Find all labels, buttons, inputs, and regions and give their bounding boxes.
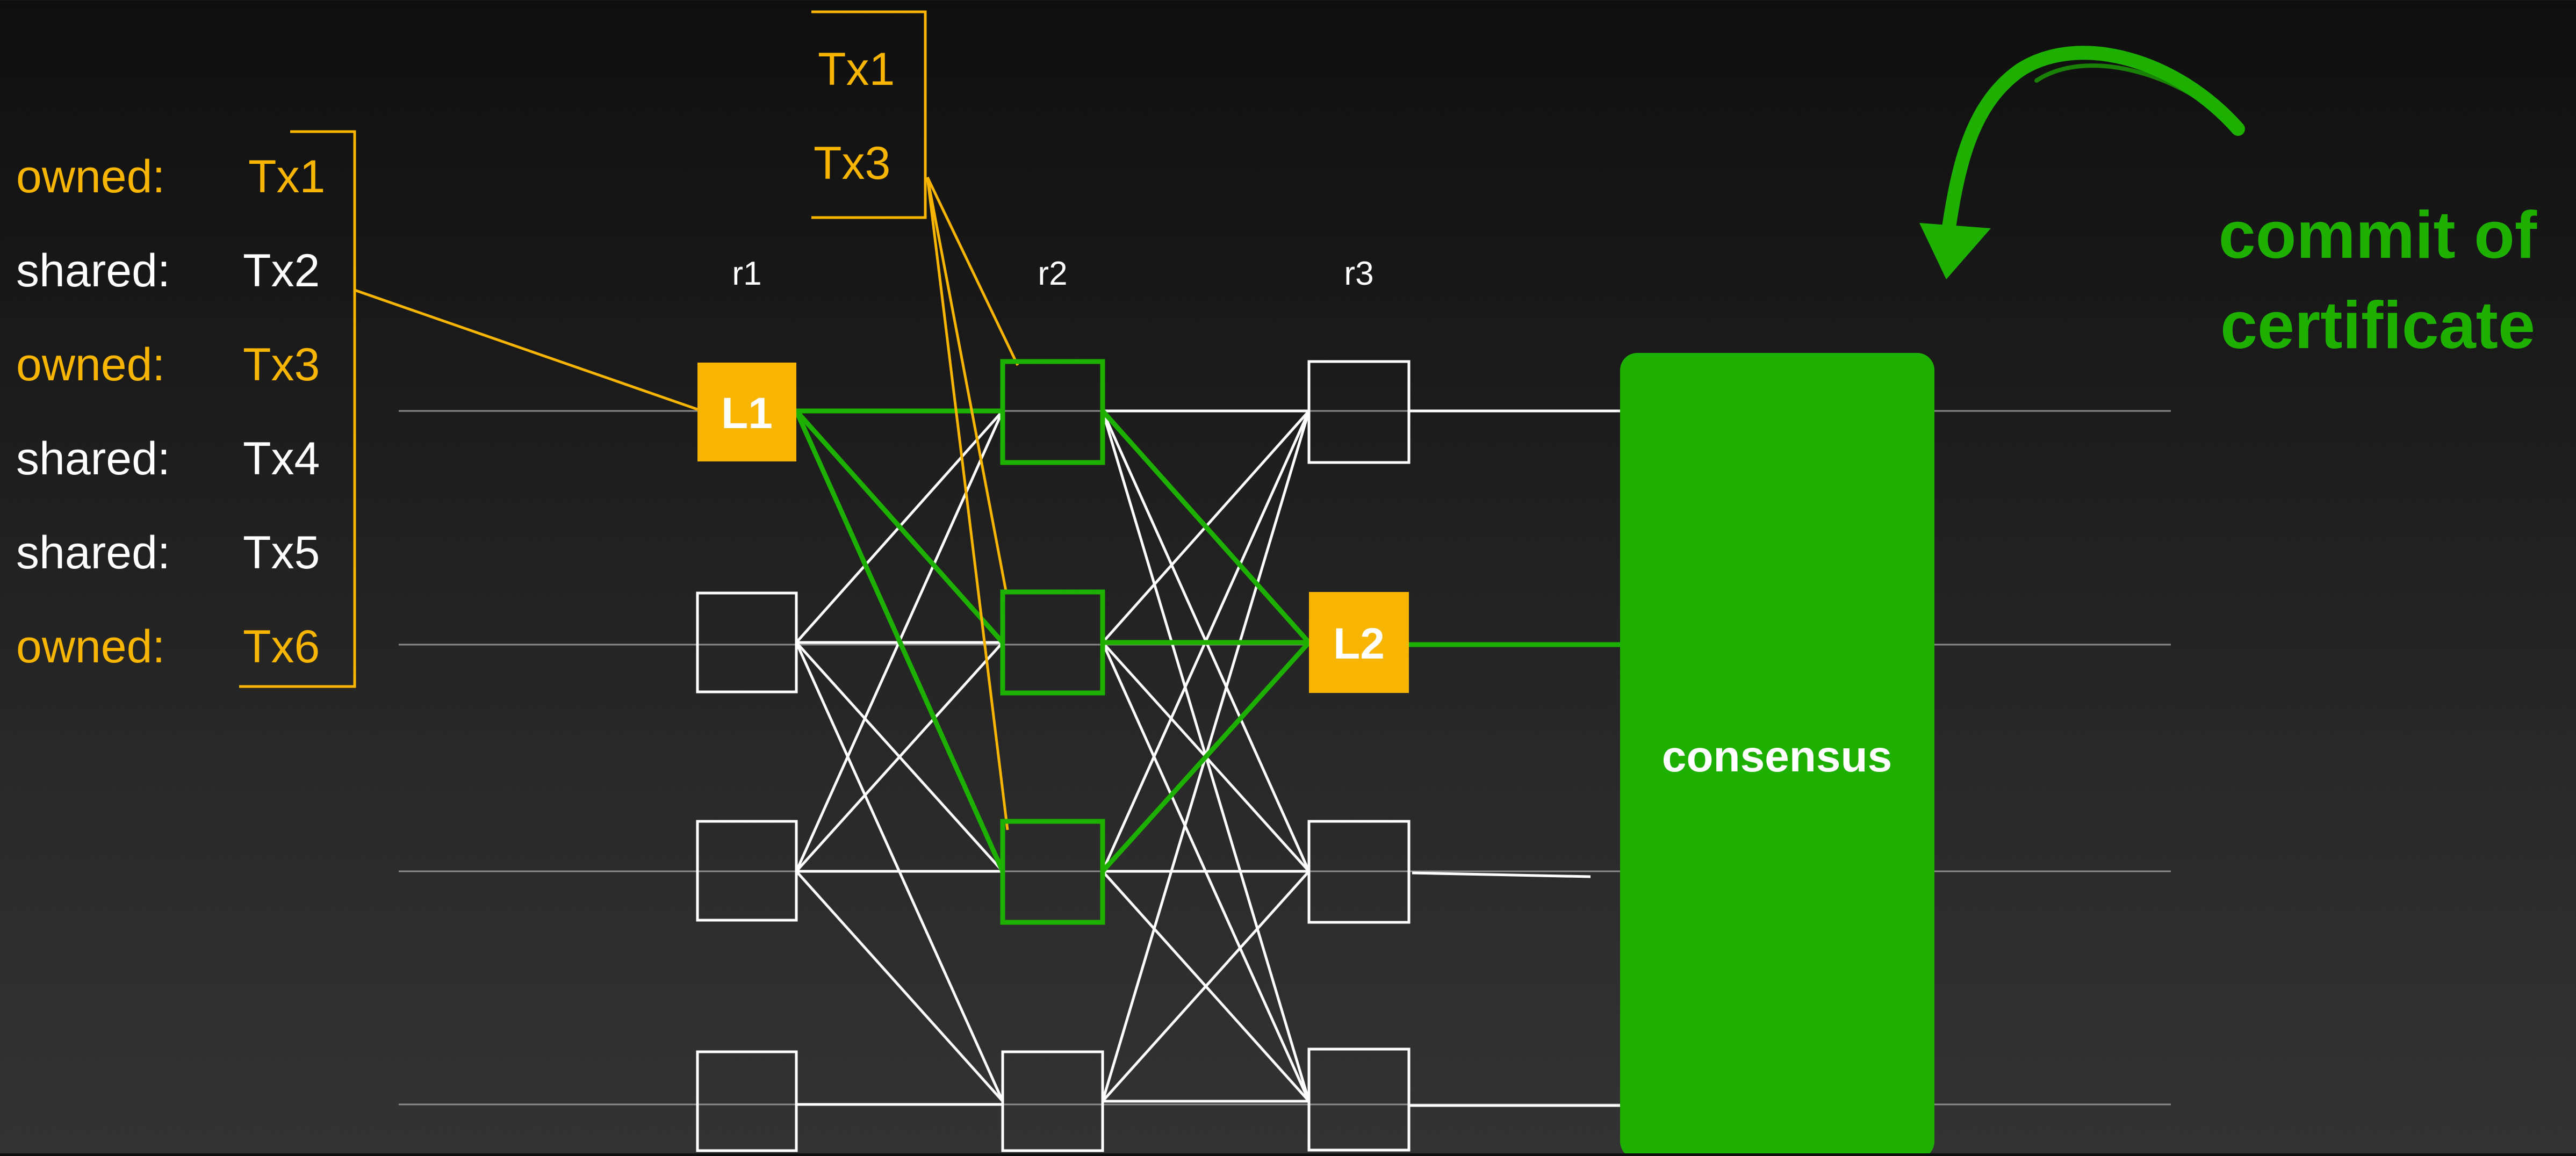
edge	[1412, 871, 1591, 878]
annotation-line-1: commit of	[2219, 198, 2537, 272]
tx-id: Tx3	[243, 339, 320, 391]
edges-commit-path	[794, 408, 1620, 873]
batch-connector	[926, 177, 1009, 830]
vertex-node	[1307, 820, 1411, 924]
consensus-block	[1620, 353, 1934, 1156]
tx-connectors	[354, 176, 1019, 830]
round-r1-nodes	[696, 363, 798, 1152]
vertex-node-certified	[1000, 819, 1105, 925]
round-labels: r1 r2 r3	[732, 255, 1373, 292]
vertex-node	[1307, 360, 1411, 464]
vertex-node	[696, 1050, 798, 1152]
commit-edge	[794, 410, 1005, 872]
tx-list-bracket	[239, 130, 356, 688]
commit-annotation: commit of certificate	[2219, 198, 2537, 363]
batch-connector	[926, 176, 1019, 366]
batch-tx: Tx3	[814, 138, 890, 189]
vertex-node	[1001, 1050, 1104, 1152]
leader-label-l2: L2	[1333, 619, 1385, 668]
tx-kind: shared:	[16, 527, 170, 579]
vertex-node	[696, 820, 798, 922]
vertex-node	[696, 591, 798, 693]
batch-bracket	[811, 10, 927, 219]
vertex-node	[1307, 1047, 1411, 1152]
edge	[795, 870, 1004, 1102]
curved-arrow-icon	[1919, 46, 2245, 279]
vertex-node-certified	[1000, 359, 1105, 465]
leader-node-l1	[697, 363, 796, 461]
round-label-r1: r1	[732, 255, 761, 292]
tx-kind: owned:	[16, 339, 165, 391]
consensus-label: consensus	[1662, 732, 1892, 781]
round-label-r2: r2	[1038, 255, 1067, 292]
tx-list: owned: Tx1 shared: Tx2 owned: Tx3 shared…	[16, 151, 325, 673]
leader-node-l2	[1309, 592, 1409, 693]
commit-edge	[794, 409, 1005, 644]
round-r2-nodes	[1000, 359, 1105, 1152]
tx-kind: shared:	[16, 245, 170, 297]
tx-kind: owned:	[16, 151, 165, 203]
commit-edge	[1100, 409, 1311, 644]
round-r3-nodes	[1307, 360, 1411, 1152]
tx-id: Tx4	[243, 433, 320, 485]
tx-id: Tx1	[248, 151, 325, 203]
tx-kind: owned:	[16, 621, 165, 673]
commit-edge	[1100, 640, 1311, 873]
edges-r1-r2	[795, 410, 1004, 1106]
tx-id: Tx6	[243, 621, 320, 673]
tx-kind: shared:	[16, 433, 170, 485]
leader-label-l1: L1	[721, 389, 773, 438]
tx-id: Tx2	[243, 245, 320, 297]
annotation-line-2: certificate	[2220, 288, 2535, 363]
round-label-r3: r3	[1344, 255, 1373, 292]
edges-r3-consensus	[1409, 409, 1620, 1107]
tx-list-to-l1-connector	[354, 288, 698, 411]
edge	[795, 641, 1004, 872]
tx-id: Tx5	[243, 527, 320, 579]
batch-tx: Tx1	[818, 44, 895, 95]
edge	[1102, 870, 1310, 1102]
batch-connector	[926, 177, 1008, 591]
fastpath-batch: Tx1 Tx3	[814, 44, 895, 189]
vertex-node-certified	[1000, 589, 1105, 696]
